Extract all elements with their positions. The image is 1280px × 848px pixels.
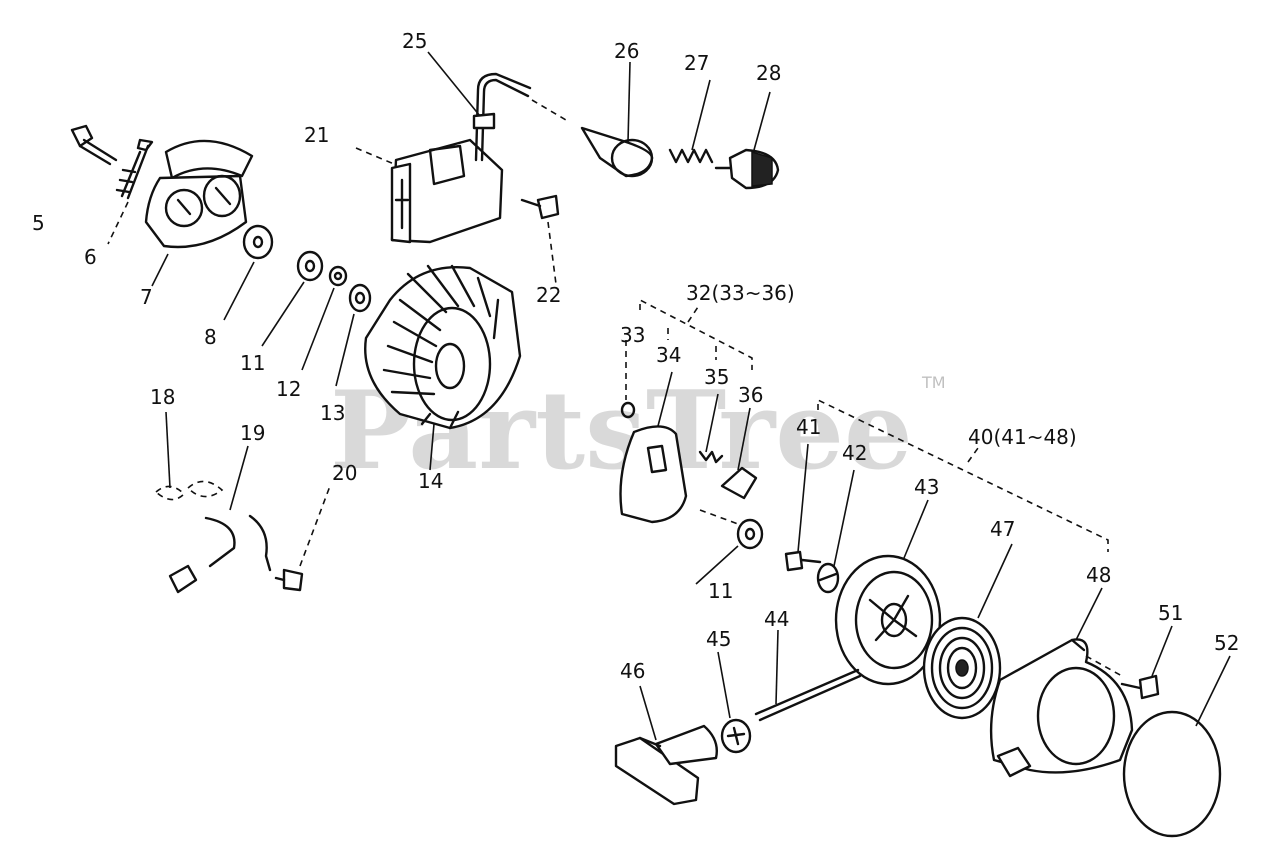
part-14-flywheel	[364, 264, 522, 430]
part-42-washer	[816, 562, 840, 594]
part-11-nut	[296, 250, 324, 282]
label-part-19: 19	[240, 421, 265, 445]
label-part-32: 32(33~36)	[686, 281, 795, 305]
label-part-45: 45	[706, 627, 731, 651]
label-part-7: 7	[140, 285, 153, 309]
label-part-35: 35	[704, 365, 729, 389]
part-43-pulley	[834, 554, 942, 686]
group-32-bracket	[639, 298, 753, 370]
part-21-ignition-module	[390, 138, 504, 244]
label-part-28: 28	[756, 61, 781, 85]
part-26-boot	[580, 126, 654, 178]
label-part-47: 47	[990, 517, 1015, 541]
label-part-13: 13	[320, 401, 345, 425]
label-part-44: 44	[764, 607, 789, 631]
label-part-12: 12	[276, 377, 301, 401]
part-52-gasket	[1122, 710, 1222, 838]
label-part-36: 36	[738, 383, 763, 407]
part-35-spring	[698, 450, 724, 464]
part-25-wire	[472, 72, 532, 162]
group-40-bracket	[817, 398, 1109, 552]
watermark-trademark: TM	[921, 373, 946, 392]
label-part-18: 18	[150, 385, 175, 409]
part-36-pawl	[720, 466, 758, 500]
part-27-spring	[668, 148, 714, 164]
label-part-41: 41	[796, 415, 821, 439]
part-45-grommet	[720, 718, 752, 754]
label-part-52: 52	[1214, 631, 1239, 655]
part-48-starter-housing	[989, 638, 1134, 778]
part-51-screw	[1120, 674, 1160, 700]
part-8-washer	[242, 224, 274, 260]
label-part-11: 11	[240, 351, 265, 375]
part-6-spring	[115, 138, 154, 200]
part-20-screw	[274, 568, 304, 592]
part-33-clip	[620, 401, 636, 419]
label-part-21: 21	[304, 123, 329, 147]
part-28-cap	[714, 148, 780, 190]
part-41-screw	[784, 550, 822, 572]
part-7-housing	[144, 139, 254, 249]
part-18-clip	[154, 485, 186, 501]
part-34-plate	[619, 425, 688, 524]
part-22-screw	[520, 194, 560, 220]
label-part-11-right: 11	[708, 579, 733, 603]
label-part-8: 8	[204, 325, 217, 349]
label-part-43: 43	[914, 475, 939, 499]
part-5-plug	[70, 124, 118, 166]
part-13-washer	[348, 283, 372, 313]
part-19-wire	[168, 480, 272, 594]
label-part-6: 6	[84, 245, 97, 269]
label-part-34: 34	[656, 343, 681, 367]
part-11-nut-right	[736, 518, 764, 550]
label-part-46: 46	[620, 659, 645, 683]
label-part-42: 42	[842, 441, 867, 465]
label-part-20: 20	[332, 461, 357, 485]
label-part-33: 33	[620, 323, 645, 347]
part-47-recoil-spring	[922, 616, 1002, 720]
label-part-26: 26	[614, 39, 639, 63]
part-46-handle	[614, 724, 718, 806]
label-part-27: 27	[684, 51, 709, 75]
part-12-washer	[328, 265, 348, 287]
label-part-51: 51	[1158, 601, 1183, 625]
label-part-14: 14	[418, 469, 443, 493]
part-44-rope	[754, 668, 862, 722]
label-part-25: 25	[402, 29, 427, 53]
label-part-22: 22	[536, 283, 561, 307]
label-part-48: 48	[1086, 563, 1111, 587]
label-part-5: 5	[32, 211, 45, 235]
label-part-40: 40(41~48)	[968, 425, 1077, 449]
